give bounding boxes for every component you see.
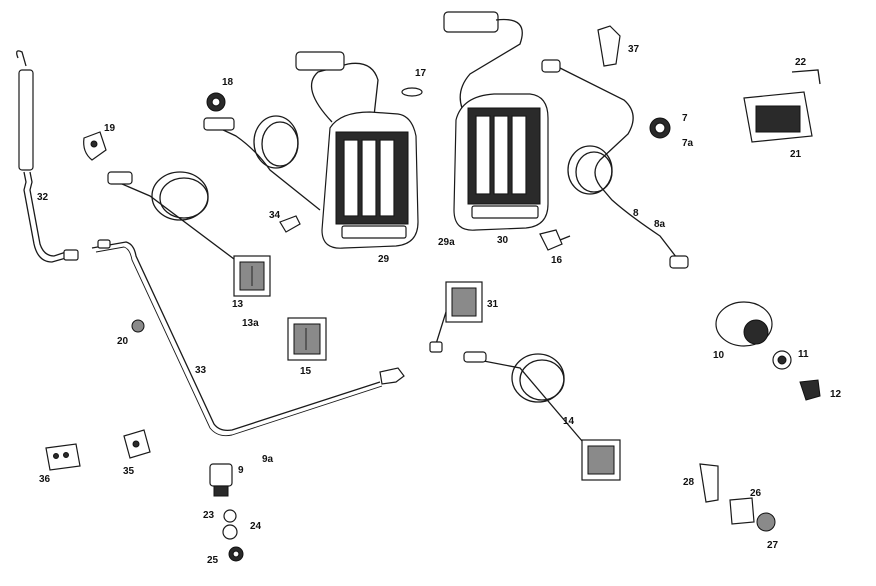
callout-32: 32 [37, 192, 49, 203]
part-28-bracket [699, 463, 776, 532]
part-20-knob [131, 319, 145, 333]
callout-16: 16 [551, 255, 563, 266]
part-15-gauge [287, 317, 327, 361]
callout-29: 29 [378, 254, 390, 265]
part-31-gauge [429, 281, 483, 353]
part-33-capillary [91, 239, 405, 437]
callout-34: 34 [269, 210, 281, 221]
part-7-grommet [649, 117, 671, 139]
callout-13: 13 [232, 299, 244, 310]
part-30-instrument-cluster [443, 11, 549, 231]
part-29-instrument-cluster [203, 51, 419, 249]
callout-20: 20 [117, 336, 129, 347]
part-8-cable [541, 59, 689, 269]
callout-27: 27 [767, 540, 779, 551]
part-10-ignition-switch [715, 301, 821, 401]
callout-11: 11 [798, 349, 809, 360]
callout-28: 28 [683, 477, 695, 488]
part-37-bracket [597, 25, 621, 67]
callout-25: 25 [207, 555, 219, 566]
callout-35: 35 [123, 466, 135, 477]
callout-18: 18 [222, 77, 234, 88]
callout-10: 10 [713, 350, 725, 361]
part-21-switch-housing [743, 69, 821, 143]
callout-36: 36 [39, 474, 51, 485]
part-35-connector [123, 429, 151, 459]
callout-19: 19 [104, 123, 116, 134]
callout-31: 31 [487, 299, 499, 310]
callout-7: 7 [682, 113, 688, 124]
part-14-gauge [463, 351, 621, 481]
part-18-grommet [206, 92, 226, 112]
callout-26: 26 [750, 488, 762, 499]
callout-15: 15 [300, 366, 312, 377]
callout-7a: 7a [682, 138, 694, 149]
part-9-switch [209, 463, 244, 562]
callout-17: 17 [415, 68, 427, 79]
callout-8: 8 [633, 208, 639, 219]
callout-13a: 13a [242, 318, 259, 329]
callout-24: 24 [250, 521, 262, 532]
callout-22: 22 [795, 57, 807, 68]
part-32-tube [16, 50, 79, 263]
callout-14: 14 [563, 416, 575, 427]
callout-29a: 29a [438, 237, 455, 248]
callout-37: 37 [628, 44, 640, 55]
part-17-bulb [401, 87, 423, 97]
callout-12: 12 [830, 389, 842, 400]
callout-8a: 8a [654, 219, 666, 230]
callout-21: 21 [790, 149, 802, 160]
callout-9: 9 [238, 465, 244, 476]
part-16-sender [539, 229, 571, 251]
part-13-gauge [107, 171, 271, 297]
callout-9a: 9a [262, 454, 274, 465]
callout-30: 30 [497, 235, 509, 246]
callout-33: 33 [195, 365, 207, 376]
part-19-bracket [83, 131, 107, 161]
part-36-terminal-block [45, 443, 81, 471]
part-34-bulb-holder [279, 215, 301, 233]
callout-23: 23 [203, 510, 215, 521]
